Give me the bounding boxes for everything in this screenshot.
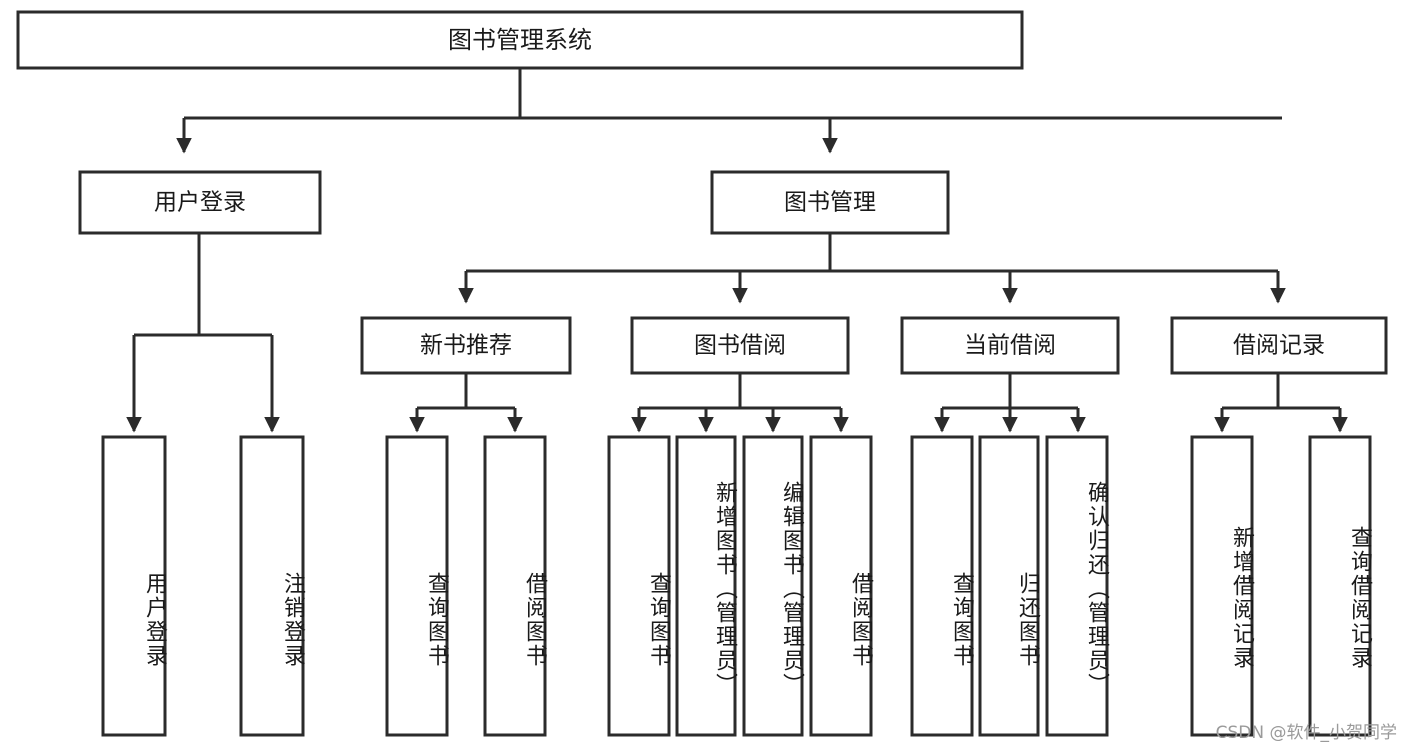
leaf-box-edit-book[interactable]: [742, 435, 804, 737]
leaf-box-query-book-cb[interactable]: [910, 435, 974, 737]
leaf-box-add-book[interactable]: [675, 435, 737, 737]
node-book-management[interactable]: 图书管理: [710, 170, 950, 235]
node-borrow-record-label: 借阅记录: [1233, 333, 1325, 359]
node-book-management-label: 图书管理: [784, 190, 876, 216]
leaf-box-confirm-return[interactable]: [1045, 435, 1109, 737]
node-borrow-record[interactable]: 借阅记录: [1170, 316, 1388, 375]
node-new-book-recommend[interactable]: 新书推荐: [360, 316, 572, 375]
node-user-login[interactable]: 用户登录: [78, 170, 322, 235]
leaf-box-query-book-nb[interactable]: [385, 435, 449, 737]
edge-group-book-mgmt: [458, 233, 1286, 304]
leaf-box-logout[interactable]: [239, 435, 305, 737]
node-current-borrow-label: 当前借阅: [964, 333, 1056, 359]
edge-group-borrow-record: [1214, 373, 1348, 433]
node-root[interactable]: 图书管理系统: [16, 10, 1024, 70]
node-user-login-label: 用户登录: [154, 190, 246, 216]
node-book-borrow[interactable]: 图书借阅: [630, 316, 850, 375]
edge-group-root: [176, 68, 1282, 154]
leaf-box-query-book-bb[interactable]: [607, 435, 671, 737]
node-current-borrow[interactable]: 当前借阅: [900, 316, 1120, 375]
edge-group-book-borrow: [631, 373, 849, 433]
leaf-box-return-book[interactable]: [978, 435, 1040, 737]
leaf-box-user-login[interactable]: [101, 435, 167, 737]
leaf-box-borrow-book-bb[interactable]: [809, 435, 873, 737]
leaf-box-borrow-book-nb[interactable]: [483, 435, 547, 737]
node-book-borrow-label: 图书借阅: [694, 333, 786, 359]
edge-group-new-book: [409, 373, 523, 433]
node-new-book-recommend-label: 新书推荐: [420, 333, 512, 359]
edge-group-user-login: [126, 233, 280, 433]
edge-group-current-borrow: [934, 373, 1086, 433]
csdn-watermark: CSDN @软件_小贺同学: [1215, 723, 1397, 743]
leaf-box-query-record[interactable]: [1308, 435, 1372, 737]
leaf-box-group: [101, 435, 1372, 737]
leaf-box-add-record[interactable]: [1190, 435, 1254, 737]
node-root-label: 图书管理系统: [448, 26, 592, 54]
